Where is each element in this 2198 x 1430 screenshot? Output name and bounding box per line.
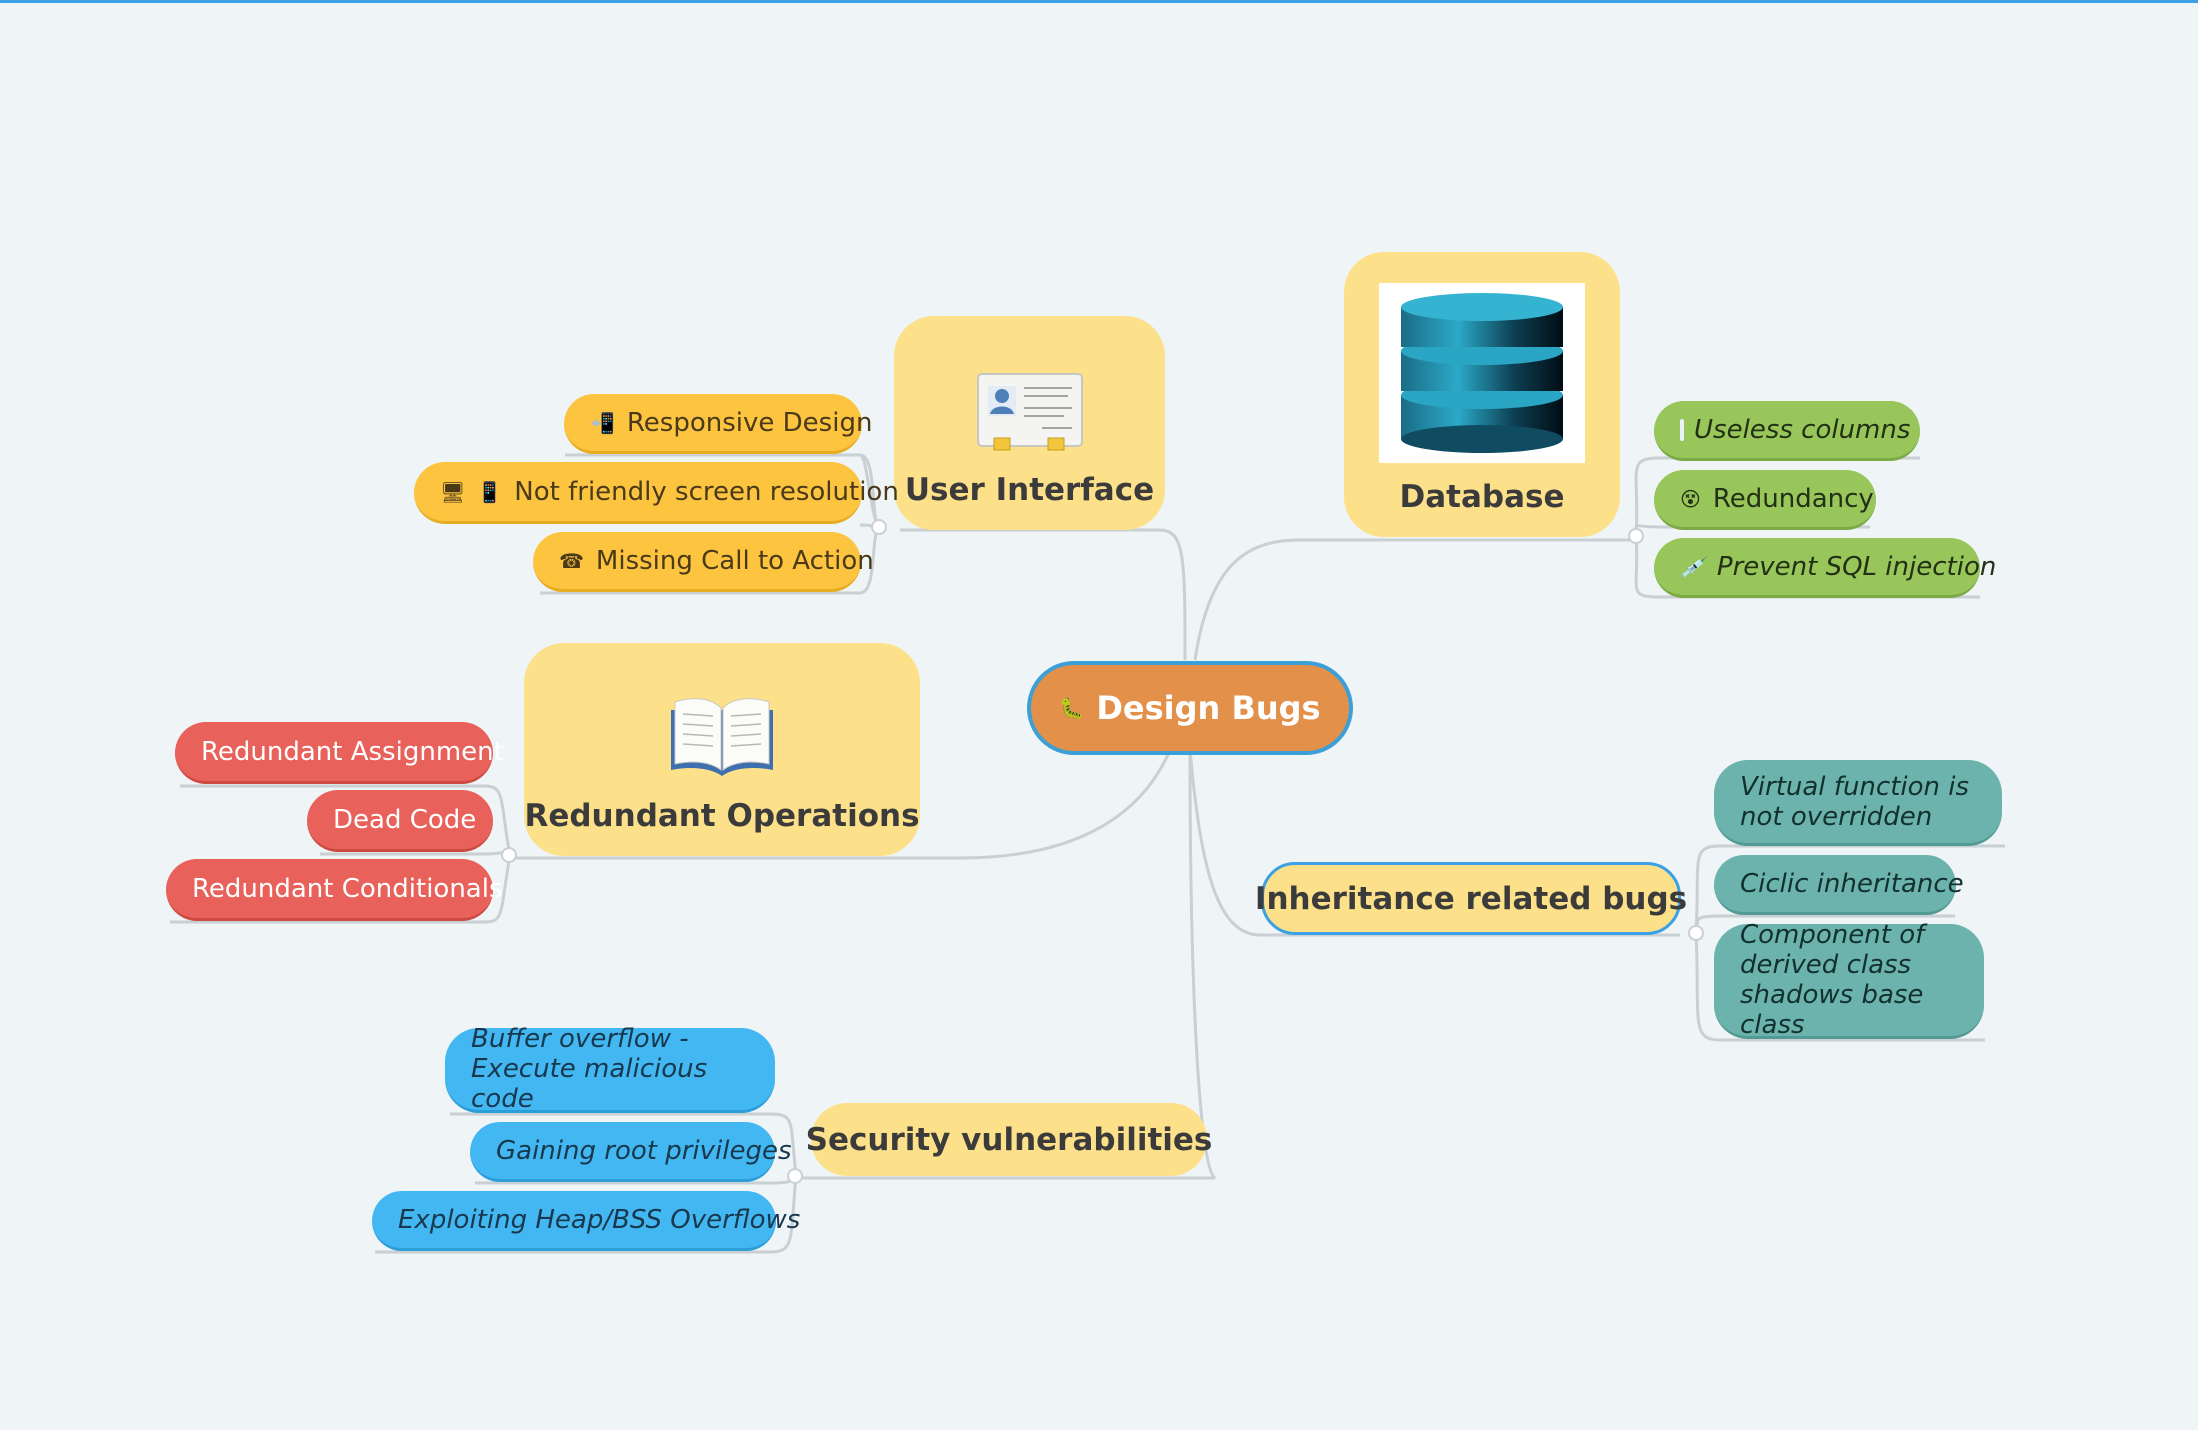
security-item-heap-bss-overflows[interactable]: Exploiting Heap/BSS Overflows xyxy=(372,1191,800,1251)
topic-label: Database xyxy=(1399,479,1565,515)
topic-user-interface[interactable]: User Interface xyxy=(894,316,1165,530)
branch-toggle-ui[interactable] xyxy=(871,519,887,535)
topic-security-vulnerabilities[interactable]: Security vulnerabilities xyxy=(806,1103,1212,1176)
topic-label: User Interface xyxy=(904,472,1155,508)
branch-toggle-db[interactable] xyxy=(1628,528,1644,544)
confused-face-icon: 😵 xyxy=(1680,486,1701,511)
bug-icon: 🐛 xyxy=(1059,696,1085,720)
topic-redundant-operations[interactable]: Redundant Operations xyxy=(524,643,920,856)
db-item-useless-columns[interactable]: Useless columns xyxy=(1654,401,1920,461)
link-central-security xyxy=(800,749,1217,1180)
topic-label: Redundant Operations xyxy=(524,798,920,834)
inheritance-item-component-shadows[interactable]: Component of derived class shadows base … xyxy=(1714,920,1984,1040)
db-item-redundancy[interactable]: 😵 Redundancy xyxy=(1654,470,1876,530)
branch-toggle-security[interactable] xyxy=(787,1168,803,1184)
redundant-item-assignment[interactable]: Redundant Assignment xyxy=(175,722,504,784)
redundant-item-conditionals[interactable]: Redundant Conditionals xyxy=(166,859,503,921)
device-arrow-icon: 📲 xyxy=(590,410,615,435)
topic-inheritance-related-bugs[interactable]: Inheritance related bugs xyxy=(1255,862,1687,935)
contact-card-icon xyxy=(976,373,1083,451)
central-topic[interactable]: 🐛 Design Bugs xyxy=(1027,661,1353,755)
link-central-ui xyxy=(900,528,1187,661)
syringe-icon: 💉 xyxy=(1680,554,1705,579)
central-label: Design Bugs xyxy=(1096,689,1321,727)
link-central-redundant xyxy=(510,749,1172,860)
branch-toggle-redundant[interactable] xyxy=(501,847,517,863)
topic-label: Inheritance related bugs xyxy=(1254,880,1688,917)
monitor-icon: 🖥 xyxy=(440,479,466,504)
db-item-prevent-sql-injection[interactable]: 💉 Prevent SQL injection xyxy=(1654,538,1996,598)
topic-database[interactable]: Database xyxy=(1344,252,1620,537)
column-icon xyxy=(1680,418,1684,441)
ui-item-responsive-design[interactable]: 📲 Responsive Design xyxy=(564,394,872,454)
inheritance-item-ciclic-inheritance[interactable]: Ciclic inheritance xyxy=(1714,855,1964,915)
telephone-icon: ☎ xyxy=(559,548,584,573)
ui-item-screen-resolution[interactable]: 🖥 📱 Not friendly screen resolution xyxy=(414,462,899,524)
security-item-buffer-overflow[interactable]: Buffer overflow - Execute malicious code xyxy=(445,1024,775,1114)
topic-label: Security vulnerabilities xyxy=(805,1121,1213,1158)
redundant-item-dead-code[interactable]: Dead Code xyxy=(307,790,493,852)
branch-toggle-inheritance[interactable] xyxy=(1688,925,1704,941)
phone-icon: 📱 xyxy=(477,479,503,504)
security-item-root-privileges[interactable]: Gaining root privileges xyxy=(470,1122,792,1182)
ui-item-missing-call-to-action[interactable]: ☎ Missing Call to Action xyxy=(533,532,874,592)
link-central-db xyxy=(1193,538,1630,661)
open-book-icon xyxy=(671,698,773,776)
top-accent-line xyxy=(0,0,2198,3)
link-central-inheritance xyxy=(1188,749,1680,937)
database-icon xyxy=(1379,283,1585,463)
inheritance-item-virtual-function[interactable]: Virtual function is not overridden xyxy=(1714,760,2002,846)
